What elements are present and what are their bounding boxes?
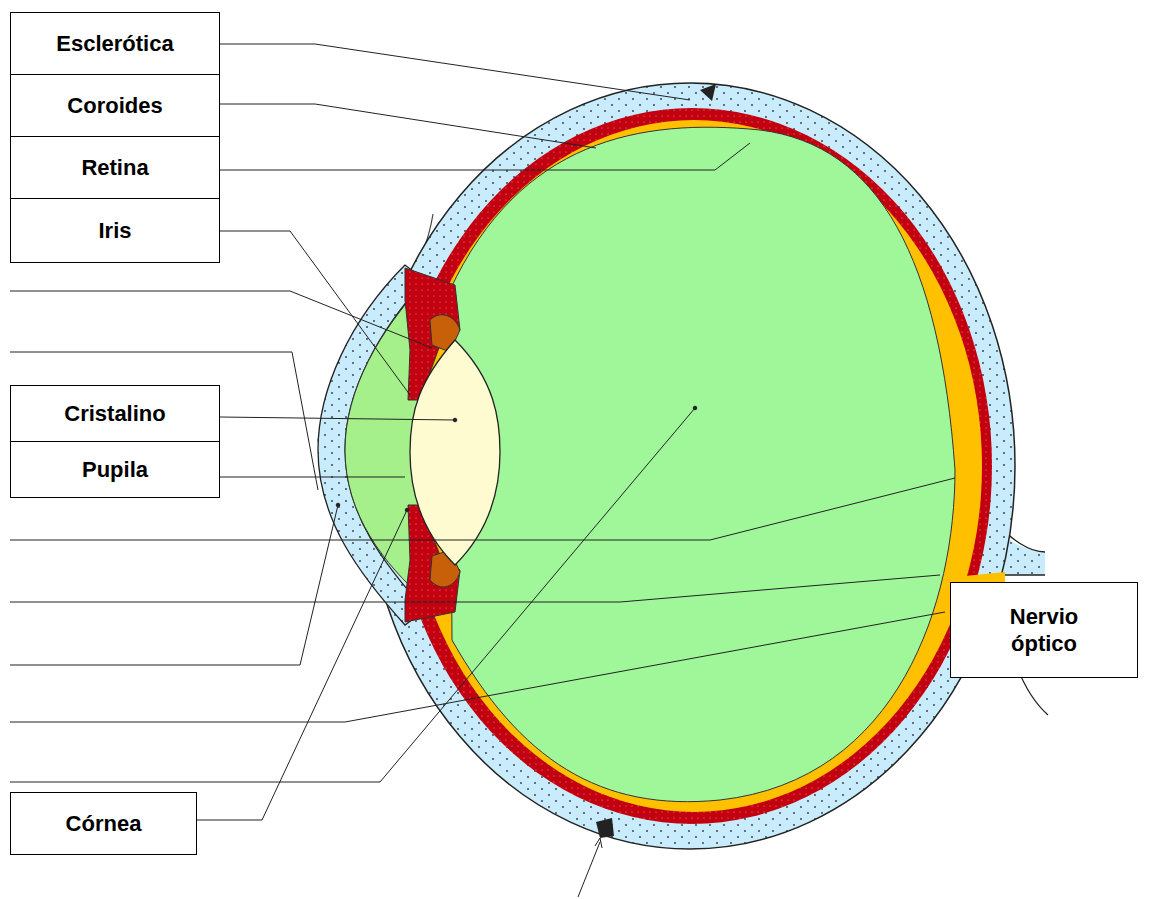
part-label: Esclerótica	[56, 30, 173, 58]
part-label: Cristalino	[64, 400, 165, 428]
label-box: Cristalino	[10, 385, 220, 442]
label-box: Iris	[10, 198, 220, 263]
part-label: Córnea	[66, 810, 142, 838]
sclera	[365, 83, 1015, 849]
part-label: Nervio óptico	[984, 603, 1104, 658]
label-box: Coroides	[10, 74, 220, 137]
lens	[410, 340, 500, 565]
part-label: Coroides	[67, 92, 162, 120]
part-label: Retina	[81, 154, 148, 182]
retina	[406, 120, 982, 812]
leader-lines	[10, 44, 955, 897]
vitreous-body	[450, 127, 955, 801]
label-box: Retina	[10, 136, 220, 199]
label-box: Pupila	[10, 441, 220, 498]
label-box: Nervio óptico	[950, 582, 1138, 678]
part-label: Iris	[98, 217, 131, 245]
part-label: Pupila	[82, 456, 148, 484]
choroid	[392, 108, 992, 824]
label-box: Esclerótica	[10, 12, 220, 75]
label-box: Córnea	[10, 792, 197, 855]
muscle-tendon	[700, 84, 716, 101]
